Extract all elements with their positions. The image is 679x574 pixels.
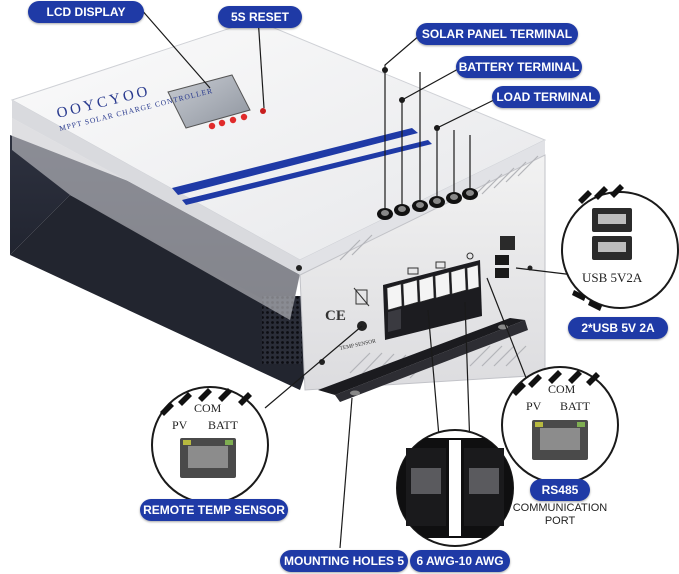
awg-zoom-circle [396,429,514,547]
rj45-port-icon [500,236,515,250]
weee-bin-icon [355,289,368,305]
callout-lcd-display: LCD DISPLAY [28,1,144,23]
terminal-slot-pv-neg [402,279,419,307]
terminal-screws [377,188,478,220]
callout-remote-temp-sensor: REMOTE TEMP SENSOR [140,499,288,521]
callout-rs485: RS485 [530,479,590,501]
batt-marking: BATT [560,399,591,413]
menu-button-1 [208,122,216,130]
menu-button-2 [218,119,226,127]
com-marking: COM [548,382,576,396]
callout-awg: 6 AWG-10 AWG [410,550,510,572]
callout-solar-panel-terminal: SOLAR PANEL TERMINAL [416,23,578,45]
terminal-slot-batt-pos [418,275,435,303]
lcd-screen [167,74,251,129]
pv-led [535,422,543,427]
batt-marking: BATT [208,418,239,432]
reset-button [260,108,266,114]
terminal-slot-load-neg [466,264,480,291]
callout-mounting-holes: MOUNTING HOLES 5 [280,550,408,572]
usb-zoom-circle: USB 5V2A [561,184,679,311]
terminal-slot-batt-neg [434,271,451,299]
callout-battery-terminal: BATTERY TERMINAL [456,56,582,78]
callout-reset: 5S RESET [218,6,302,28]
batt-led [577,422,585,427]
ce-mark-icon: CE [325,308,346,324]
batt-led [225,440,233,445]
terminal-slot-pv-pos [386,283,403,311]
rs485-zoom-circle: COM PV BATT [501,366,619,484]
usb-rating-marking: USB 5V2A [582,270,643,285]
usb-port-icon [495,255,509,265]
pv-led [183,440,191,445]
callout-load-terminal: LOAD TERMINAL [492,86,600,108]
temp-sensor-zoom-circle: COM PV BATT [151,386,269,504]
mounting-bracket [318,318,525,395]
pv-marking: PV [172,418,188,432]
com-marking: COM [194,401,222,415]
terminal-slot-load-pos [450,267,467,295]
blue-stripe [172,128,418,195]
callout-usb: 2*USB 5V 2A [568,317,668,339]
solar-panel-icon [407,267,419,275]
load-bulb-icon [466,252,474,260]
menu-button-3 [229,116,237,124]
callout-communication-port: COMMUNICATION PORT [512,502,608,527]
callout-leader-lines [139,7,575,549]
menu-button-4 [240,113,248,121]
pv-marking: PV [526,399,542,413]
blue-stripe [182,140,432,205]
battery-icon [435,261,446,269]
